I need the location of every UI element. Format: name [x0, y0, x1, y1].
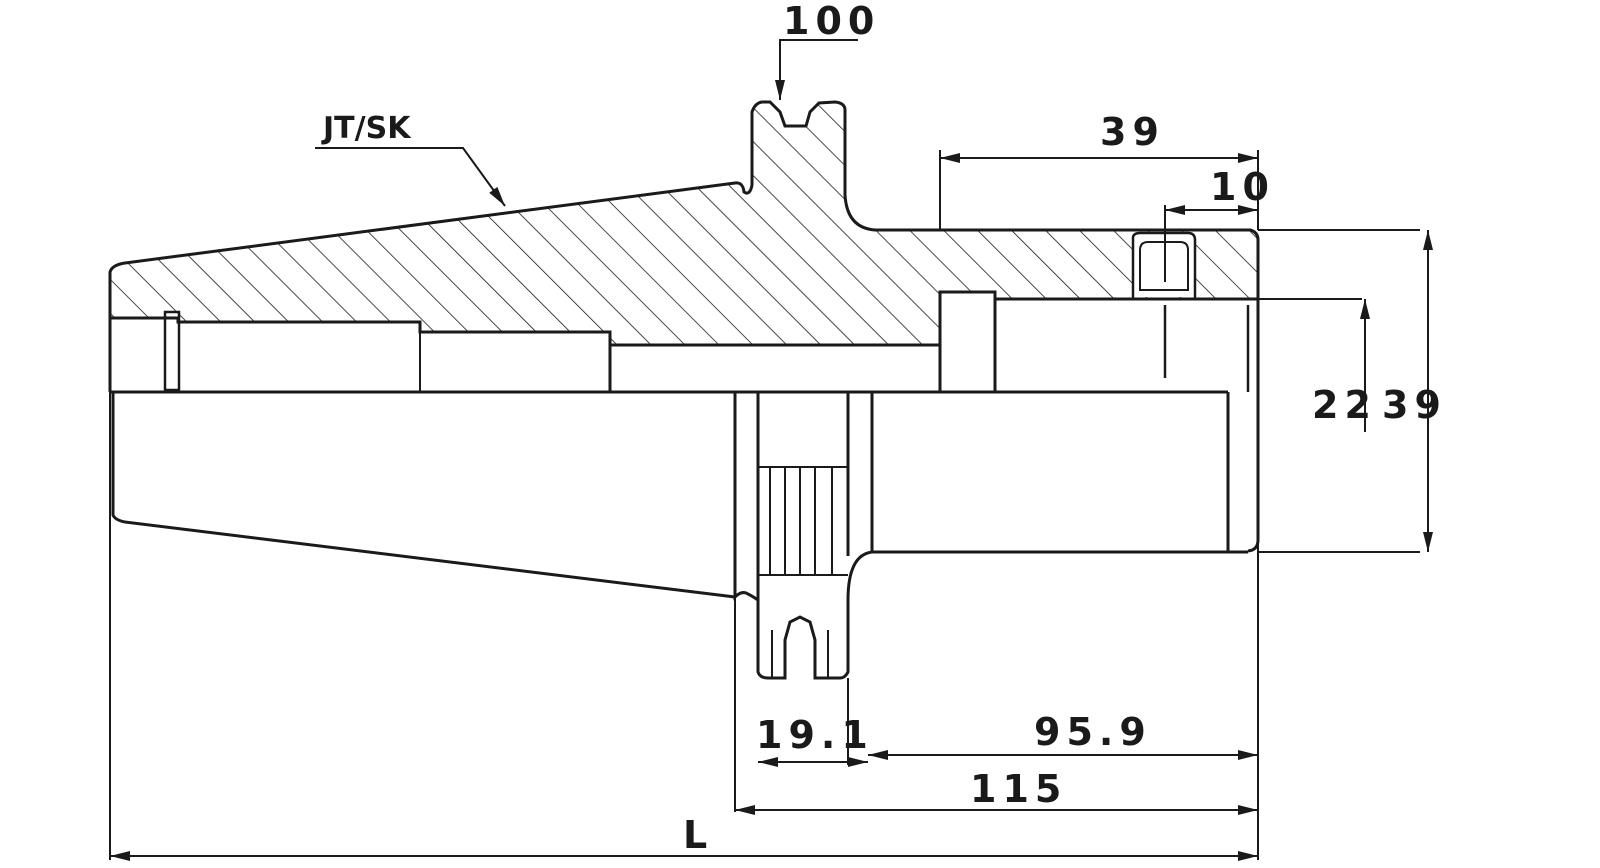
dim-39-top-label: 39 — [1100, 110, 1165, 154]
dim-115-label: 115 — [970, 767, 1067, 811]
end-corner-lower — [1247, 539, 1260, 553]
pin — [1139, 241, 1189, 291]
section-hatch — [110, 102, 1259, 345]
dim-39-right-label: 39 — [1382, 383, 1447, 427]
leader-100 — [775, 39, 858, 100]
flange-lower — [733, 392, 1248, 680]
taper-lower — [111, 392, 736, 599]
dim-95-9-label: 95.9 — [1034, 710, 1152, 754]
retention-ring — [163, 310, 181, 392]
outer-contour-upper — [108, 100, 1260, 392]
key-slot-lines — [758, 466, 848, 678]
dim-10-label: 10 — [1210, 165, 1275, 209]
bore-step-right — [938, 290, 997, 392]
jtsk-label: JT/SK — [321, 111, 412, 146]
dim-22-label: 22 — [1312, 383, 1377, 427]
dim-L-label: L — [683, 813, 713, 857]
dim-100-label: 100 — [783, 0, 880, 43]
dim-19-1-label: 19.1 — [756, 713, 874, 757]
extension-lines — [109, 150, 1420, 860]
leader-jtsk — [315, 147, 506, 207]
